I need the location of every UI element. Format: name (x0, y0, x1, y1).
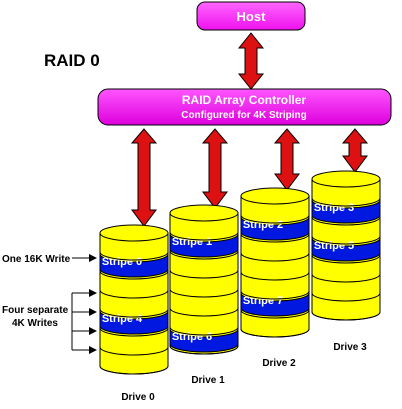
drive-1-platter-line (169, 269, 239, 279)
drive-0-platter-line (99, 327, 169, 337)
drive-3-platter-line (311, 292, 381, 302)
drive-3-platter-line (311, 311, 381, 321)
drive-3-platter-line (311, 235, 381, 245)
drive-3-platter-line (311, 216, 381, 226)
drive-2-platter-line (240, 328, 310, 338)
drive-1-platter-line (169, 307, 239, 317)
drive-1-platter-line (169, 345, 239, 355)
drive-3-stripe-1-label: Stripe 5 (314, 240, 354, 252)
arrow-drive-0 (130, 128, 158, 227)
four-4k-writes-label-1: Four separate (2, 305, 69, 316)
drive-0-stripe-0-label: Stripe 0 (102, 256, 142, 268)
drive-1-platter-line (169, 231, 239, 241)
drive-3-stack: Stripe 3 Stripe 5 Drive 3 (311, 170, 381, 353)
four-4k-writes-label-2: 4K Writes (12, 318, 58, 329)
drive-0-platter-line (99, 365, 169, 375)
controller-subtitle: Configured for 4K Striping (181, 110, 307, 121)
four-4k-writes-arrowheads (89, 289, 97, 354)
drive-2-label: Drive 2 (262, 358, 296, 369)
drive-2-platter-line (240, 271, 310, 281)
drive-0-platter-line (99, 308, 169, 318)
one-16k-write-label: One 16K Write (2, 254, 71, 265)
drive-1-stripe-0-label: Stripe 1 (172, 236, 212, 248)
drive-0-stripe-1-label: Stripe 4 (102, 313, 143, 325)
drive-0-platter-line (99, 251, 169, 261)
drive-3-top (311, 170, 381, 188)
drive-3-stripe-0-label: Stripe 3 (314, 202, 354, 214)
drive-3-stripe-0-band (311, 199, 381, 224)
one-16k-write-arrowhead (89, 254, 97, 262)
drive-1-stripe-0-band (169, 233, 239, 258)
drive-2-platter-line (240, 233, 310, 243)
host-label: Host (237, 9, 267, 24)
diagram-title: RAID 0 (44, 51, 100, 70)
drive-3-label: Drive 3 (333, 342, 367, 353)
drive-3-stripe-1-band (311, 237, 381, 262)
drive-1-stripe-1-label: Stripe 6 (172, 331, 212, 343)
drive-1-top (169, 204, 239, 222)
drive-2-platter-line (240, 252, 310, 262)
controller-title: RAID Array Controller (182, 93, 307, 107)
drive-0-top (99, 224, 169, 242)
drive-2-stack: Stripe 2 Stripe 7 Drive 2 (240, 187, 310, 369)
drive-0-label: Drive 0 (121, 392, 155, 403)
drive-0-platter-line (99, 289, 169, 299)
drive-2-platter-line (240, 214, 310, 224)
drive-2-platter-line (240, 309, 310, 319)
drive-1-label: Drive 1 (191, 375, 225, 386)
drive-2-stripe-0-label: Stripe 2 (243, 219, 283, 231)
drive-3-platter-line (311, 273, 381, 283)
four-4k-writes-bracket (71, 292, 90, 351)
drive-1-stack: Stripe 1 Stripe 6 Drive 1 (169, 204, 239, 386)
arrow-drive-2 (273, 128, 301, 191)
drive-1-stripe-1-band (169, 328, 239, 353)
drive-3-platter-line (311, 197, 381, 207)
drive-2-stripe-0-band (240, 216, 310, 241)
drive-2-platter-line (240, 290, 310, 300)
drive-1-platter-line (169, 326, 239, 336)
drive-2-top (240, 187, 310, 205)
drive-stacks: Stripe 3 Stripe 5 Drive 3 Stripe 2 Stripe 7 D… (99, 170, 381, 403)
arrow-drive-3 (341, 128, 369, 173)
drive-2-stripe-1-label: Stripe 7 (243, 295, 283, 307)
drive-0-platter-line (99, 346, 169, 356)
host-controller-arrow (237, 32, 265, 90)
arrow-drive-1 (201, 128, 229, 209)
drive-0-platter-line (99, 270, 169, 280)
controller-box (97, 88, 392, 126)
controller-drive-arrows (130, 128, 369, 227)
drive-0-stripe-1-band (99, 310, 169, 335)
drive-1-platter-line (169, 288, 239, 298)
drive-1-platter-line (169, 250, 239, 260)
drive-0-stack: Stripe 0 Stripe 4 Drive 0 (99, 224, 169, 403)
host-box (196, 1, 306, 31)
drive-3-platter-line (311, 254, 381, 264)
drive-0-stripe-0-band (99, 253, 169, 278)
drive-2-stripe-1-band (240, 292, 310, 317)
